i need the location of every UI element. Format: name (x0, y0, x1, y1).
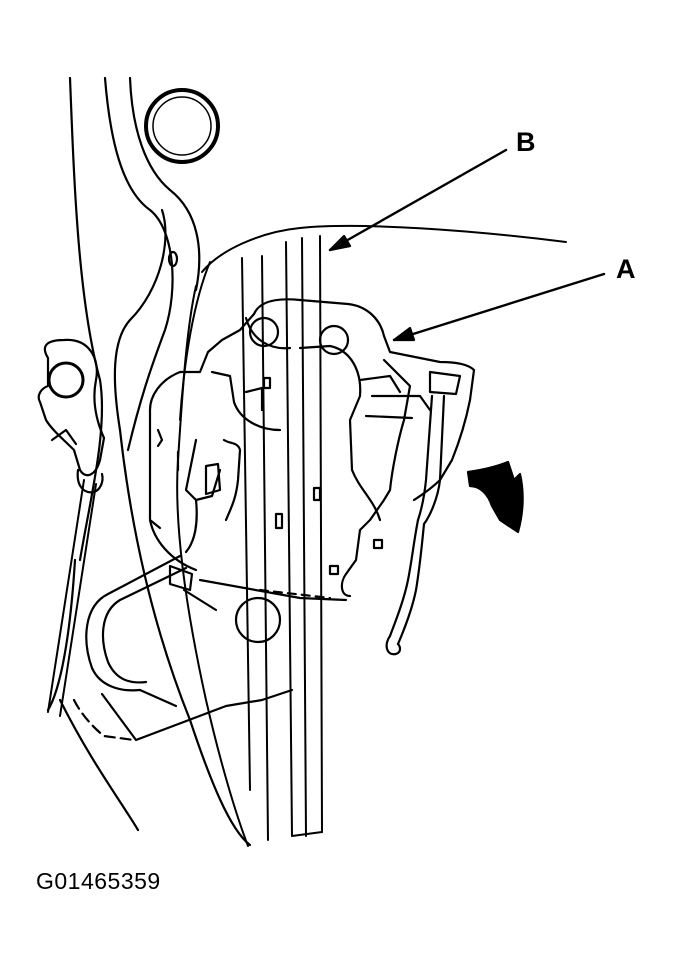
lower-cable-loop (72, 554, 332, 742)
upper-hole (144, 88, 220, 164)
callout-label-a: A (616, 254, 636, 284)
rotation-arrow-icon (466, 460, 524, 534)
control-rods (47, 224, 567, 847)
callout-label-b: B (516, 127, 536, 157)
striker-bracket (37, 338, 106, 494)
outer-handle-rod (385, 370, 462, 656)
leader-line-b (328, 148, 508, 252)
door-latch-assembly (148, 298, 476, 612)
figure-identifier: G01465359 (36, 868, 161, 894)
small-slot (167, 250, 179, 268)
leader-line-a (392, 272, 606, 342)
